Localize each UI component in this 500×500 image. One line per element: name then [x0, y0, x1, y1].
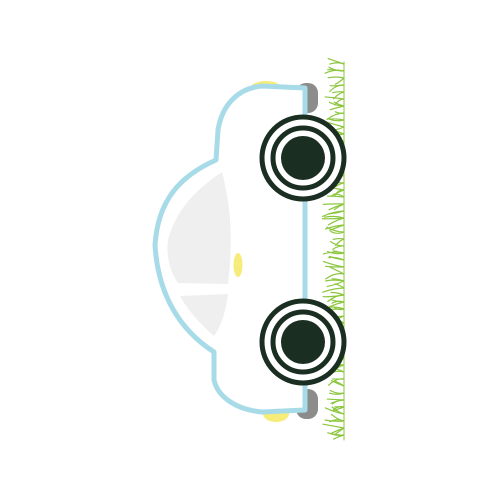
grass [321, 58, 345, 441]
grass-blade [322, 287, 345, 293]
grass-blade [322, 251, 345, 255]
grass-blade [322, 260, 345, 268]
grass-blade [330, 189, 345, 197]
grass-blade [326, 195, 345, 198]
grass-blade [333, 101, 345, 107]
grass-blade [328, 256, 345, 261]
grass-blade [327, 76, 345, 79]
grass-blade [324, 96, 345, 100]
grass-blade [329, 389, 345, 394]
grass-blade [332, 245, 345, 250]
grass-blade [322, 294, 345, 298]
bottom-wheel [259, 298, 347, 386]
grass-blade [327, 432, 345, 436]
grass-blade [328, 203, 345, 211]
grass-blade [326, 398, 345, 401]
grass-blade [330, 299, 345, 303]
grass-blade [335, 182, 345, 188]
grass-blade [324, 419, 345, 422]
grass-blade [328, 66, 345, 72]
grass-blade [326, 112, 345, 120]
grass-blade [326, 226, 345, 233]
grass-blade [334, 77, 345, 85]
grass-blade [325, 273, 345, 280]
grass-blade [332, 91, 345, 94]
grass-blade [329, 427, 345, 435]
grass-blade [329, 105, 345, 111]
top-wheel [259, 114, 347, 202]
grass-blade [328, 392, 345, 395]
grass-blade [329, 84, 345, 87]
grass-blade [325, 279, 345, 282]
grass-blade [328, 210, 345, 215]
grass-blade [322, 423, 345, 429]
door-handle [233, 253, 243, 277]
grass-blade [321, 217, 345, 220]
grass-blade [328, 378, 345, 386]
grass-blade [330, 291, 345, 296]
grass-blade [329, 118, 345, 121]
grass-blade [330, 379, 345, 387]
rear-window [180, 294, 228, 336]
grass-blade [322, 203, 345, 205]
grass-blade [331, 406, 345, 415]
grass-blade [334, 98, 345, 106]
grass-blade [329, 62, 345, 65]
grass-blade [329, 266, 345, 275]
front-window [167, 172, 231, 284]
grass-blade [334, 283, 345, 289]
